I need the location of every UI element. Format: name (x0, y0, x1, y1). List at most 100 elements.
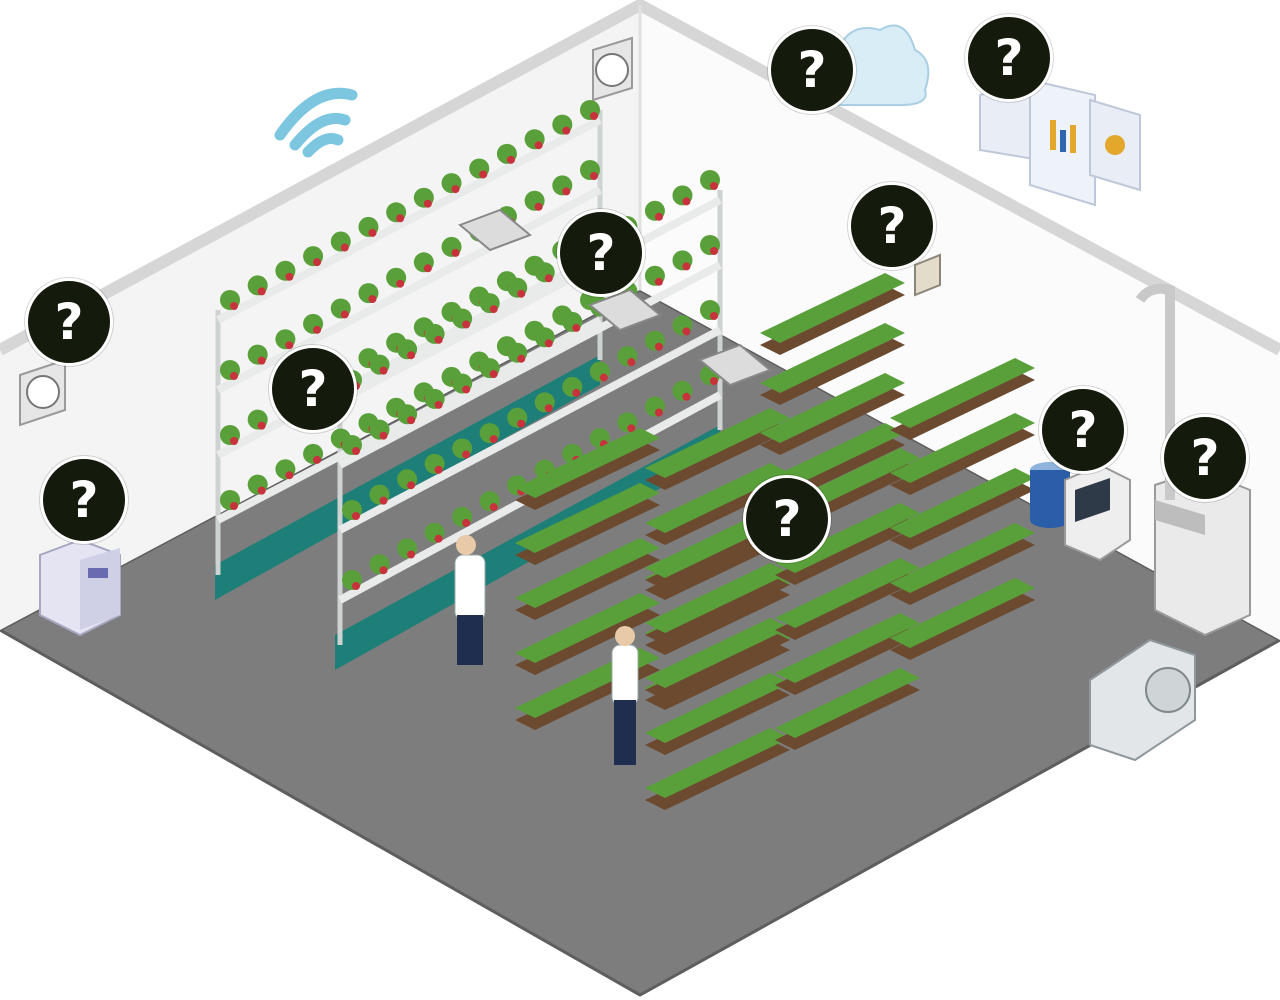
humidifier-unit (39, 538, 121, 637)
hotspot-wall-fan[interactable]: ? (25, 278, 113, 366)
seedling-tray (890, 480, 1035, 550)
seedling-tray (775, 625, 920, 695)
seedling-tray (890, 535, 1035, 605)
seedlings (515, 538, 660, 608)
strawberry-fruit (479, 170, 488, 179)
seedlings (760, 323, 905, 393)
strawberry-fruit (423, 264, 432, 273)
wifi-icon (274, 87, 358, 158)
seedlings (645, 673, 790, 743)
strawberry-fruit (489, 305, 498, 314)
seedlings (775, 613, 920, 683)
seedling-tray (515, 605, 660, 675)
strawberry-fruit (423, 199, 432, 208)
strawberry-fruit (257, 421, 266, 430)
strawberry-fruit (230, 437, 238, 445)
strawberry-fruit (489, 370, 498, 379)
strawberry-fruit (230, 302, 238, 310)
strawberry-fruit (462, 518, 471, 527)
hotspot-seedling-rack[interactable]: ? (743, 475, 831, 563)
seedling-tray (890, 590, 1035, 660)
strawberry-fruit (368, 295, 377, 304)
strawberry-fruit (710, 247, 718, 255)
seedlings (645, 728, 790, 798)
strawberry-fruit (682, 262, 691, 271)
strawberry-fruit (517, 419, 526, 428)
hotspot-cloud[interactable]: ? (768, 26, 856, 114)
strawberry-fruit (257, 486, 266, 495)
strawberry-fruit (544, 339, 553, 348)
led-grow-light-icon (458, 208, 772, 387)
hotspot-dashboard[interactable]: ? (965, 14, 1053, 102)
seedling-tray (515, 440, 660, 510)
strawberry-fruit (407, 481, 416, 490)
hotspot-sensor[interactable]: ? (848, 182, 936, 270)
seedling-tray (645, 420, 790, 490)
strawberry-fruit (313, 325, 322, 334)
strawberry-fruit (590, 172, 598, 180)
hotspot-humidifier[interactable]: ? (40, 456, 128, 544)
seedling-tray (515, 495, 660, 565)
strawberry-fruit (710, 182, 718, 190)
strawberry-fruit (517, 289, 526, 298)
strawberry-fruit (340, 243, 349, 252)
strawberry-fruit (627, 424, 636, 433)
worker-figures (454, 535, 639, 765)
seedling-tray (775, 570, 920, 640)
seedlings (760, 273, 905, 343)
seedlings (890, 413, 1035, 483)
strawberry-fruit (534, 202, 543, 211)
strawberry-fruit (462, 385, 471, 394)
strawberry-fruit (379, 431, 388, 440)
strawberry-fruit (710, 312, 718, 320)
strawberry-fruit (379, 366, 388, 375)
strawberry-fruit (572, 388, 581, 397)
seedlings (760, 373, 905, 443)
strawberry-fruit (654, 212, 663, 221)
strawberry-fruit (407, 351, 416, 360)
strawberry-fruit (682, 392, 691, 401)
strawberry-fruit (285, 341, 294, 350)
seedling-tray (775, 515, 920, 585)
outdoor-ac-unit (1089, 638, 1196, 762)
strawberry-fruit (451, 185, 460, 194)
strawberry-fruit (230, 372, 238, 380)
strawberry-fruit (489, 435, 498, 444)
seedling-tray (645, 630, 790, 700)
seedlings (890, 578, 1035, 648)
strawberry-fruit (230, 502, 238, 510)
strawberry-fruit (654, 277, 663, 286)
strawberry-fruit (462, 320, 471, 329)
hotspot-grow-light[interactable]: ? (557, 209, 645, 297)
strawberry-fruit (352, 582, 360, 590)
strawberry-fruit (462, 450, 471, 459)
seedlings (775, 558, 920, 628)
strawberry-fruit (285, 272, 294, 281)
strawberry-fruit (544, 404, 553, 413)
strawberry-fruit (590, 112, 598, 120)
strawberry-fruit (710, 377, 718, 385)
strawberry-fruit (352, 512, 360, 520)
strawberry-fruit (396, 279, 405, 288)
strawberry-fruit (407, 416, 416, 425)
seedlings (515, 593, 660, 663)
seedlings (645, 563, 790, 633)
seedlings (775, 668, 920, 738)
strawberry-fruit (562, 126, 571, 135)
hotspot-water-tank[interactable]: ? (1039, 386, 1127, 474)
hotspot-strawberry-rack[interactable]: ? (269, 345, 357, 433)
seedling-tray (760, 385, 905, 455)
strawberry-fruit (352, 447, 360, 455)
water-tank-unit (1030, 462, 1131, 562)
seedlings (890, 523, 1035, 593)
seedlings (645, 618, 790, 688)
seedling-tray (645, 575, 790, 645)
strawberry-fruit (654, 408, 663, 417)
strawberry-fruit (544, 274, 553, 283)
strawberry-fruit (368, 228, 377, 237)
strawberry-fruit (627, 358, 636, 367)
strawberry-fruit (285, 471, 294, 480)
seedling-tray (645, 685, 790, 755)
hotspot-air-conditioner[interactable]: ? (1161, 414, 1249, 502)
